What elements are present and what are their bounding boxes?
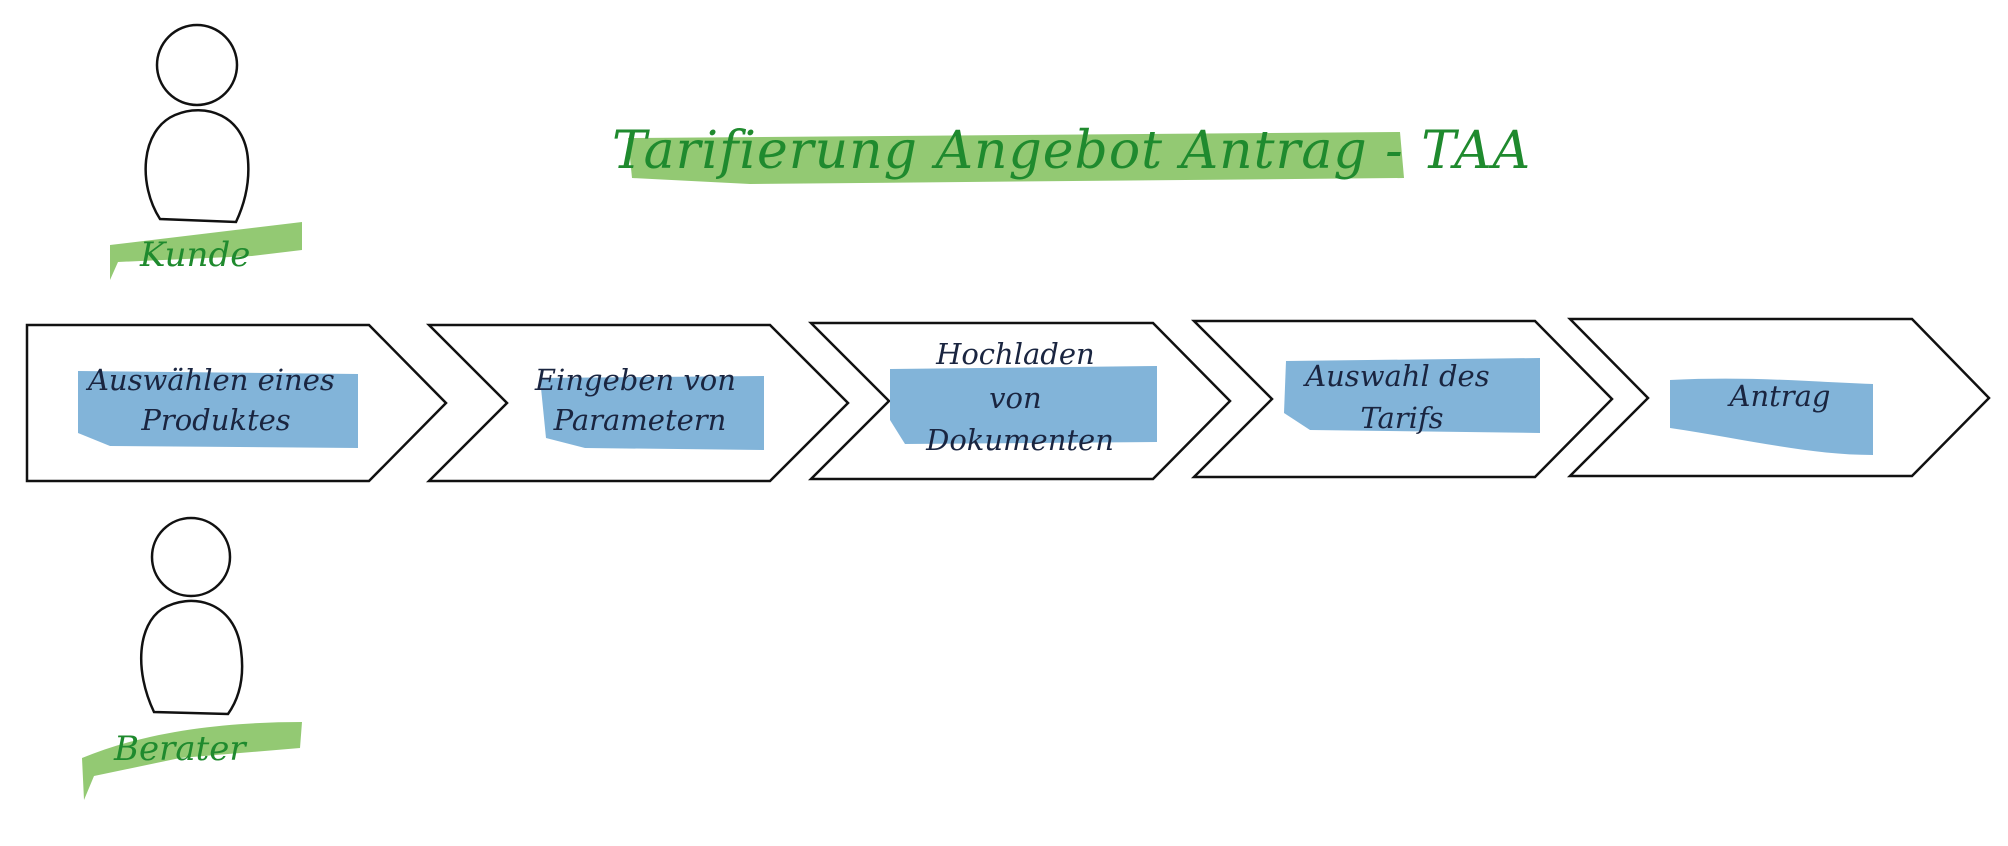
- step-1-label: Auswählen eines Produktes: [85, 363, 344, 437]
- advisor-head-icon: [150, 516, 232, 598]
- step-2-label: Eingeben von Parametern: [534, 363, 745, 437]
- process-step: Auswählen eines Produktes: [25, 323, 448, 483]
- advisor-body-icon: [139, 599, 244, 716]
- advisor-actor: Berater: [82, 516, 302, 800]
- step-3-label: Hochladen von Dokumenten: [925, 337, 1114, 457]
- title-group: Tarifierung Angebot Antrag - TAA: [612, 121, 1531, 184]
- diagram-title: Tarifierung Angebot Antrag - TAA: [612, 121, 1531, 181]
- customer-label: Kunde: [139, 235, 250, 275]
- process-step: Hochladen von Dokumenten: [807, 321, 1232, 481]
- advisor-label-highlight: [82, 722, 302, 800]
- advisor-label: Berater: [113, 729, 247, 769]
- step-2-highlight: [540, 376, 764, 450]
- customer-body-icon: [144, 109, 250, 224]
- process-step: Antrag: [1566, 317, 1991, 478]
- title-highlight: [628, 132, 1404, 184]
- customer-label-highlight: [110, 222, 302, 280]
- process-steps: Auswählen eines Produktes Eingeben von P…: [25, 317, 1991, 483]
- process-step: Eingeben von Parametern: [425, 323, 850, 483]
- customer-head-icon: [155, 23, 239, 107]
- step-3-highlight: [890, 366, 1157, 444]
- step-5-highlight: [1670, 378, 1873, 455]
- process-step: Auswahl des Tarifs: [1190, 319, 1614, 479]
- step-1-highlight: [78, 371, 358, 448]
- customer-actor: Kunde: [110, 23, 302, 280]
- step-4-label: Auswahl des Tarifs: [1302, 359, 1499, 435]
- step-4-highlight: [1284, 358, 1540, 433]
- step-5-label: Antrag: [1727, 379, 1831, 413]
